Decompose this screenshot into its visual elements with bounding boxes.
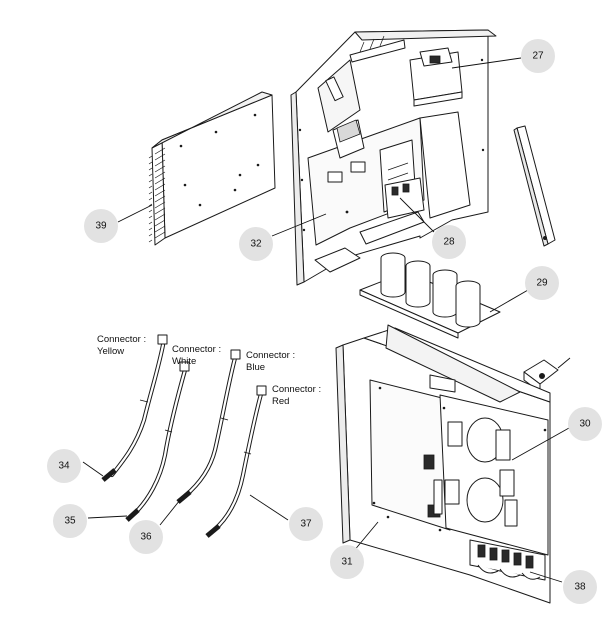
callout-28: 28 xyxy=(432,225,466,259)
svg-text:Red: Red xyxy=(272,396,289,407)
small-connector xyxy=(523,357,571,393)
svg-text:32: 32 xyxy=(250,239,262,250)
mounting-bracket xyxy=(513,125,556,247)
svg-text:Yellow: Yellow xyxy=(97,346,124,357)
callout-30: 30 xyxy=(568,407,602,441)
thermistor-cable-34 xyxy=(101,334,168,482)
svg-text:28: 28 xyxy=(443,237,455,248)
capacitor-board-part-29 xyxy=(359,252,501,339)
svg-text:Connector :: Connector : xyxy=(172,344,221,355)
thermistor-cable-35 xyxy=(125,361,190,522)
svg-text:Connector :: Connector : xyxy=(97,334,146,345)
thermistor-cable-37 xyxy=(205,385,267,538)
svg-text:Blue: Blue xyxy=(246,362,265,373)
svg-text:Connector :: Connector : xyxy=(246,350,295,361)
connector-label-yellow: Connector : Yellow xyxy=(97,334,146,357)
svg-text:38: 38 xyxy=(574,582,586,593)
leader-lines xyxy=(82,57,570,583)
callout-31: 31 xyxy=(330,545,364,579)
connector-label-white: Connector : White xyxy=(172,344,221,367)
heat-sink-part-39 xyxy=(148,91,276,246)
callout-29: 29 xyxy=(525,266,559,300)
terminal-block-part-28 xyxy=(384,177,425,219)
svg-text:White: White xyxy=(172,356,196,367)
callout-27: 27 xyxy=(521,39,555,73)
svg-text:29: 29 xyxy=(536,278,548,289)
svg-text:39: 39 xyxy=(95,221,107,232)
main-panel-part-31 xyxy=(335,324,551,604)
callout-34: 34 xyxy=(47,449,81,483)
callout-35: 35 xyxy=(53,504,87,538)
svg-text:35: 35 xyxy=(64,516,76,527)
control-box-part-32 xyxy=(290,29,497,286)
callout-39: 39 xyxy=(84,209,118,243)
relay-part-27 xyxy=(409,47,463,107)
svg-text:36: 36 xyxy=(140,532,152,543)
svg-text:37: 37 xyxy=(300,519,312,530)
svg-text:31: 31 xyxy=(341,557,353,568)
svg-text:27: 27 xyxy=(532,51,544,62)
svg-text:34: 34 xyxy=(58,461,70,472)
terminal-strip-part-38 xyxy=(469,539,546,581)
callout-32: 32 xyxy=(239,227,273,261)
callout-36: 36 xyxy=(129,520,163,554)
callout-37: 37 xyxy=(289,507,323,541)
svg-text:30: 30 xyxy=(579,419,591,430)
connector-label-red: Connector : Red xyxy=(272,384,321,407)
connector-label-blue: Connector : Blue xyxy=(246,350,295,373)
thermistor-cable-36 xyxy=(176,349,241,504)
svg-text:Connector :: Connector : xyxy=(272,384,321,395)
callout-38: 38 xyxy=(563,570,597,604)
